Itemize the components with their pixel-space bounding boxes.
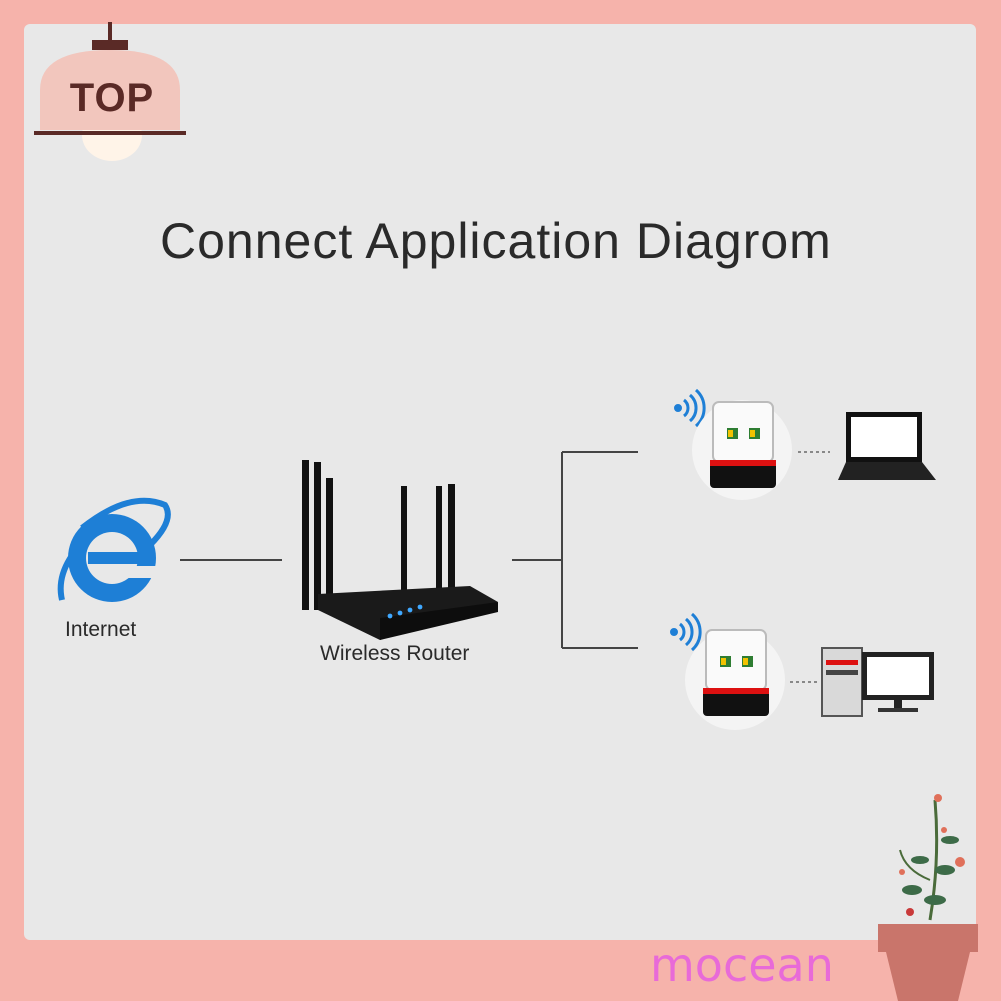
top-badge-label: TOP: [69, 76, 155, 120]
internet-label: Internet: [65, 618, 137, 641]
wifi-signal-icon: [674, 388, 706, 428]
potted-plant-icon: [878, 794, 978, 1001]
wifi-signal-icon: [670, 612, 702, 652]
internet-explorer-icon: [57, 497, 171, 602]
diagram-panel: [24, 24, 976, 940]
diagram-title: Connect Application Diagrom: [160, 213, 832, 269]
router-label: Wireless Router: [320, 642, 470, 665]
brand-watermark: mocean: [650, 938, 834, 992]
usb-wifi-adapter-icon: [692, 400, 792, 500]
usb-wifi-adapter-icon: [685, 629, 785, 730]
laptop-icon: [838, 412, 936, 480]
desktop-computer-icon: [821, 647, 934, 717]
top-badge-icon: [34, 22, 186, 161]
router-icon: [302, 460, 498, 640]
